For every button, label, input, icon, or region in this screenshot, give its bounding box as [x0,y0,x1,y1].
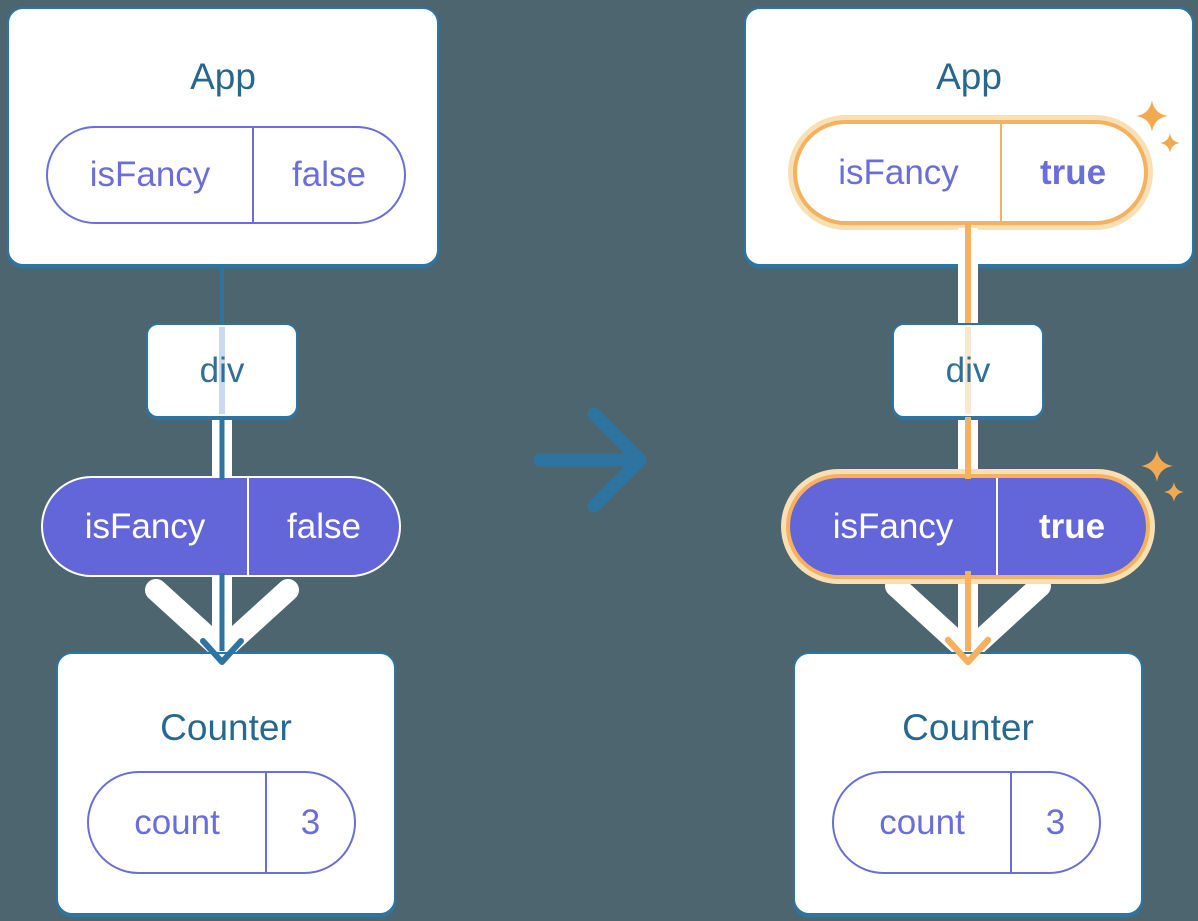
div-label: div [199,350,245,390]
counter-card: Counter count 3 [793,652,1143,915]
app-card: App isFancy false [7,7,439,266]
prop-value: true [1038,506,1106,546]
passed-prop-pill: isFancy false [41,476,401,577]
prop-name: isFancy [790,478,998,575]
state-pill-highlighted: isFancy true [793,120,1148,225]
state-name: isFancy [48,128,254,222]
app-card: App isFancy true [744,7,1194,266]
passed-prop-pill-highlighted: isFancy true [786,474,1150,579]
state-name: count [89,773,267,872]
div-box: div [146,323,298,418]
component-title: Counter [160,707,292,748]
state-name: isFancy [797,124,1002,221]
component-title: Counter [902,707,1034,748]
prop-name: isFancy [43,478,249,575]
state-name: count [834,773,1012,872]
prop-flow-stripe [219,327,225,414]
state-value: false [292,155,366,194]
div-label: div [945,350,991,390]
state-value: 3 [300,802,321,842]
state-value: true [1039,152,1107,192]
component-title: App [936,56,1002,97]
state-pill: count 3 [832,771,1101,874]
component-title: App [190,56,256,97]
state-pill: isFancy false [46,126,406,224]
state-value: 3 [1045,802,1066,842]
prop-value: false [287,506,361,546]
div-box: div [892,323,1044,418]
counter-card: Counter count 3 [56,652,396,915]
state-pill: count 3 [87,771,356,874]
